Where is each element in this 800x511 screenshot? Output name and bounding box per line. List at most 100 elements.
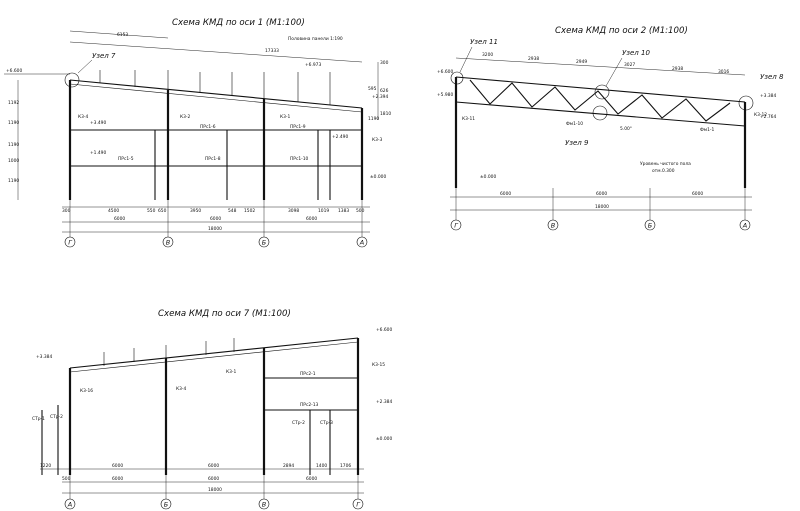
axis-letter: Б: [164, 501, 169, 509]
axis-bubble: [162, 236, 174, 248]
elev-right: +3.384: [760, 93, 776, 99]
elev-left: +6.600: [6, 68, 22, 74]
scheme-3-title: Схема КМД по оси 7 (М1:100): [158, 309, 291, 319]
axis-letter: А: [742, 222, 747, 230]
scheme-1-title: Схема КМД по оси 1 (М1:100): [172, 18, 305, 28]
member-label: СТр-2: [292, 420, 305, 426]
member-label: СТр-1: [32, 416, 45, 422]
member-label: СТр-2: [50, 414, 63, 420]
axis-dim: 6000: [112, 476, 123, 482]
bottom-dim: 500: [356, 208, 365, 214]
node-10-label: Узел 10: [622, 49, 650, 57]
bottom-dim: 300: [62, 208, 71, 214]
member-label: К3-11: [462, 116, 475, 122]
elev-left-2: +5.980: [437, 92, 453, 98]
node-11-label: Узел 11: [470, 38, 498, 46]
member-label: ПРс1-8: [205, 156, 221, 162]
member-label: К3-1: [226, 369, 236, 375]
axis-dim: 6000: [306, 216, 317, 222]
node-10-marker: [594, 84, 610, 100]
bottom-dim: 3098: [288, 208, 299, 214]
axis-dim: 6000: [114, 216, 125, 222]
elev-right: +6.600: [376, 327, 392, 333]
member-label: ПРс2-13: [300, 402, 319, 408]
node-9-label: Узел 9: [565, 139, 589, 147]
top-dim-line-2: [69, 30, 169, 39]
top-dim-line: [455, 57, 746, 76]
top-dim: 2938: [672, 66, 683, 72]
axis-letter: А: [359, 239, 364, 247]
small-elev: +2.490: [332, 134, 348, 140]
bottom-dim: 4500: [108, 208, 119, 214]
total-dim: 18000: [595, 204, 609, 210]
axis-letter: Б: [262, 239, 267, 247]
axis-bubble: [352, 498, 364, 510]
node-8-marker: [738, 95, 754, 111]
bottom-dim: 550: [147, 208, 156, 214]
axis-bubble: [547, 219, 559, 231]
node-7-marker: [64, 72, 80, 88]
bottom-dim: 1706: [340, 463, 351, 469]
axis-dim: 6000: [208, 476, 219, 482]
axis-letter: Б: [648, 222, 653, 230]
axis-bubble: [258, 498, 270, 510]
member-label: К3-1: [280, 114, 290, 120]
member-label: Фм1-10: [566, 121, 583, 127]
member-label: Фм1-1: [700, 127, 714, 133]
member-label: К3-12: [754, 112, 767, 118]
small-elev: +3.490: [90, 120, 106, 126]
scheme-axis-7: Схема КМД по оси 7 (М1:100) К3-16 К3-4 К…: [32, 309, 392, 510]
node-8-label: Узел 8: [760, 73, 784, 81]
axis-bubble: [258, 236, 270, 248]
left-vdim-label: 1190: [8, 142, 19, 148]
floor-note: Уровень чистого пола: [640, 161, 691, 167]
bottom-dim: 1220: [40, 463, 51, 469]
axis-dim: 6000: [210, 216, 221, 222]
axis-dim: 6000: [596, 191, 607, 197]
bottom-dim: 2894: [283, 463, 294, 469]
member-label: ПРс1-5: [118, 156, 134, 162]
top-dim: 3016: [718, 69, 729, 75]
axis-dim: 6000: [306, 476, 317, 482]
top-dim: 3027: [624, 62, 635, 68]
bottom-dim: 1383: [338, 208, 349, 214]
axis-dim: 6000: [500, 191, 511, 197]
node-9-marker: [592, 105, 608, 121]
elev-right: +2.394: [372, 94, 388, 100]
elev-right-2: +2.764: [760, 114, 776, 120]
node-7-leader: [77, 59, 93, 74]
member-label: К3-3: [372, 137, 382, 143]
roof-beam-top: [69, 337, 359, 369]
scheme-axis-1: Схема КМД по оси 1 (М1:100) 6153 17333 П…: [4, 18, 391, 248]
member-label: ПРс2-1: [300, 371, 316, 377]
axis-letter: В: [262, 501, 267, 509]
axis-letter: Г: [356, 501, 361, 509]
top-dim: 2938: [528, 56, 539, 62]
bottom-dim: 548: [228, 208, 237, 214]
top-dim-17333: 17333: [265, 48, 279, 54]
member-label: К3-2: [180, 114, 190, 120]
side-dim: 1810: [380, 111, 391, 117]
axis-dim: 6000: [692, 191, 703, 197]
left-vdim-label: 1000: [8, 158, 19, 164]
scheme-axis-2: Схема КМД по оси 2 (М1:100) 3200 2938 29…: [437, 26, 784, 231]
member-label: К3-16: [80, 388, 93, 394]
top-dim-line: [69, 41, 363, 63]
node-7-label: Узел 7: [92, 52, 116, 60]
axis-bubble: [64, 236, 76, 248]
member-label: ПРс1-10: [290, 156, 309, 162]
elev-mid: +2.384: [376, 399, 392, 405]
axis-bubble: [644, 219, 656, 231]
member-label: ПРс1-6: [200, 124, 216, 130]
axis-letter: Г: [68, 239, 73, 247]
roof-mark: +6.973: [305, 62, 321, 68]
top-dim: 3200: [482, 52, 493, 58]
bottom-dim: 1400: [316, 463, 327, 469]
bottom-dim: 1019: [318, 208, 329, 214]
side-dim: 1190: [368, 116, 379, 122]
bottom-dim: 6000: [112, 463, 123, 469]
top-chord: [455, 76, 746, 103]
node-11-marker: [450, 71, 464, 85]
